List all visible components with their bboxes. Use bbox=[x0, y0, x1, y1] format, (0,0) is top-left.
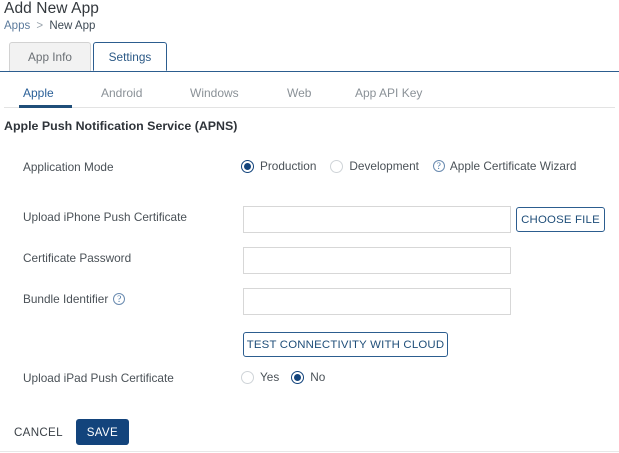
help-circle-icon: ? bbox=[432, 160, 445, 172]
breadcrumb: Apps > New App bbox=[4, 19, 99, 33]
bottom-divider bbox=[0, 451, 619, 452]
certificate-password-input[interactable] bbox=[243, 247, 511, 274]
cancel-button[interactable]: CANCEL bbox=[14, 425, 63, 439]
subtab-app-api-key[interactable]: App API Key bbox=[355, 86, 423, 100]
radio-development-input[interactable] bbox=[330, 159, 344, 173]
subtab-apple[interactable]: Apple bbox=[23, 86, 54, 100]
subtab-active-indicator bbox=[19, 105, 72, 108]
radio-yes-input[interactable] bbox=[241, 370, 254, 384]
ipad-certificate-radio-group: Yes No bbox=[241, 370, 325, 384]
subtab-web[interactable]: Web bbox=[287, 86, 312, 100]
label-upload-ipad-push-certificate-text: Upload iPad Push Certificate bbox=[23, 371, 174, 385]
radio-production-label: Production bbox=[260, 159, 317, 173]
primary-tabstrip: App Info Settings bbox=[0, 42, 619, 72]
radio-option-yes[interactable]: Yes bbox=[241, 370, 279, 384]
radio-option-no[interactable]: No bbox=[291, 370, 325, 384]
page-header: Add New App Apps > New App bbox=[4, 0, 99, 33]
apple-certificate-wizard-label: Apple Certificate Wizard bbox=[449, 159, 577, 173]
apple-certificate-wizard-link[interactable]: ? Apple Certificate Wizard bbox=[432, 159, 577, 173]
tab-settings[interactable]: Settings bbox=[93, 42, 167, 71]
iphone-push-certificate-input[interactable] bbox=[243, 206, 511, 233]
label-upload-iphone-push-certificate: Upload iPhone Push Certificate bbox=[23, 210, 187, 224]
section-title: Apple Push Notification Service (APNS) bbox=[4, 119, 238, 133]
platform-subtabs: Apple Android Windows Web App API Key bbox=[0, 82, 619, 108]
radio-production-input[interactable] bbox=[241, 159, 254, 173]
breadcrumb-link-apps[interactable]: Apps bbox=[4, 20, 31, 32]
label-certificate-password: Certificate Password bbox=[23, 251, 131, 265]
choose-file-button[interactable]: CHOOSE FILE bbox=[516, 207, 605, 232]
label-bundle-identifier-text: Bundle Identifier bbox=[23, 292, 109, 306]
label-application-mode: Application Mode bbox=[23, 160, 114, 174]
test-connectivity-button[interactable]: TEST CONNECTIVITY WITH CLOUD bbox=[243, 332, 448, 357]
label-certificate-password-text: Certificate Password bbox=[23, 251, 132, 265]
help-circle-icon[interactable]: ? bbox=[113, 293, 126, 305]
radio-no-label: No bbox=[310, 370, 326, 384]
page-title: Add New App bbox=[4, 0, 100, 17]
bundle-identifier-input[interactable] bbox=[243, 288, 511, 315]
radio-yes-label: Yes bbox=[260, 370, 280, 384]
application-mode-radio-group: Production Development ? Apple Certifica… bbox=[241, 159, 576, 173]
subtabs-baseline bbox=[4, 107, 615, 108]
radio-development-label: Development bbox=[349, 159, 419, 173]
radio-option-production[interactable]: Production bbox=[241, 159, 316, 173]
breadcrumb-current: New App bbox=[49, 20, 96, 32]
tab-app-info[interactable]: App Info bbox=[9, 42, 91, 71]
form-actions: CANCEL SAVE bbox=[14, 419, 129, 445]
breadcrumb-separator-icon: > bbox=[36, 20, 44, 32]
label-upload-iphone-push-certificate-text: Upload iPhone Push Certificate bbox=[23, 210, 187, 224]
tabstrip-baseline bbox=[0, 71, 619, 72]
radio-no-input[interactable] bbox=[291, 370, 305, 384]
subtab-android[interactable]: Android bbox=[101, 86, 143, 100]
radio-option-development[interactable]: Development bbox=[330, 159, 419, 173]
label-bundle-identifier: Bundle Identifier ? bbox=[23, 292, 126, 306]
subtab-windows[interactable]: Windows bbox=[190, 86, 239, 100]
label-application-mode-text: Application Mode bbox=[23, 160, 114, 174]
save-button[interactable]: SAVE bbox=[75, 419, 129, 445]
label-upload-ipad-push-certificate: Upload iPad Push Certificate bbox=[23, 371, 174, 385]
